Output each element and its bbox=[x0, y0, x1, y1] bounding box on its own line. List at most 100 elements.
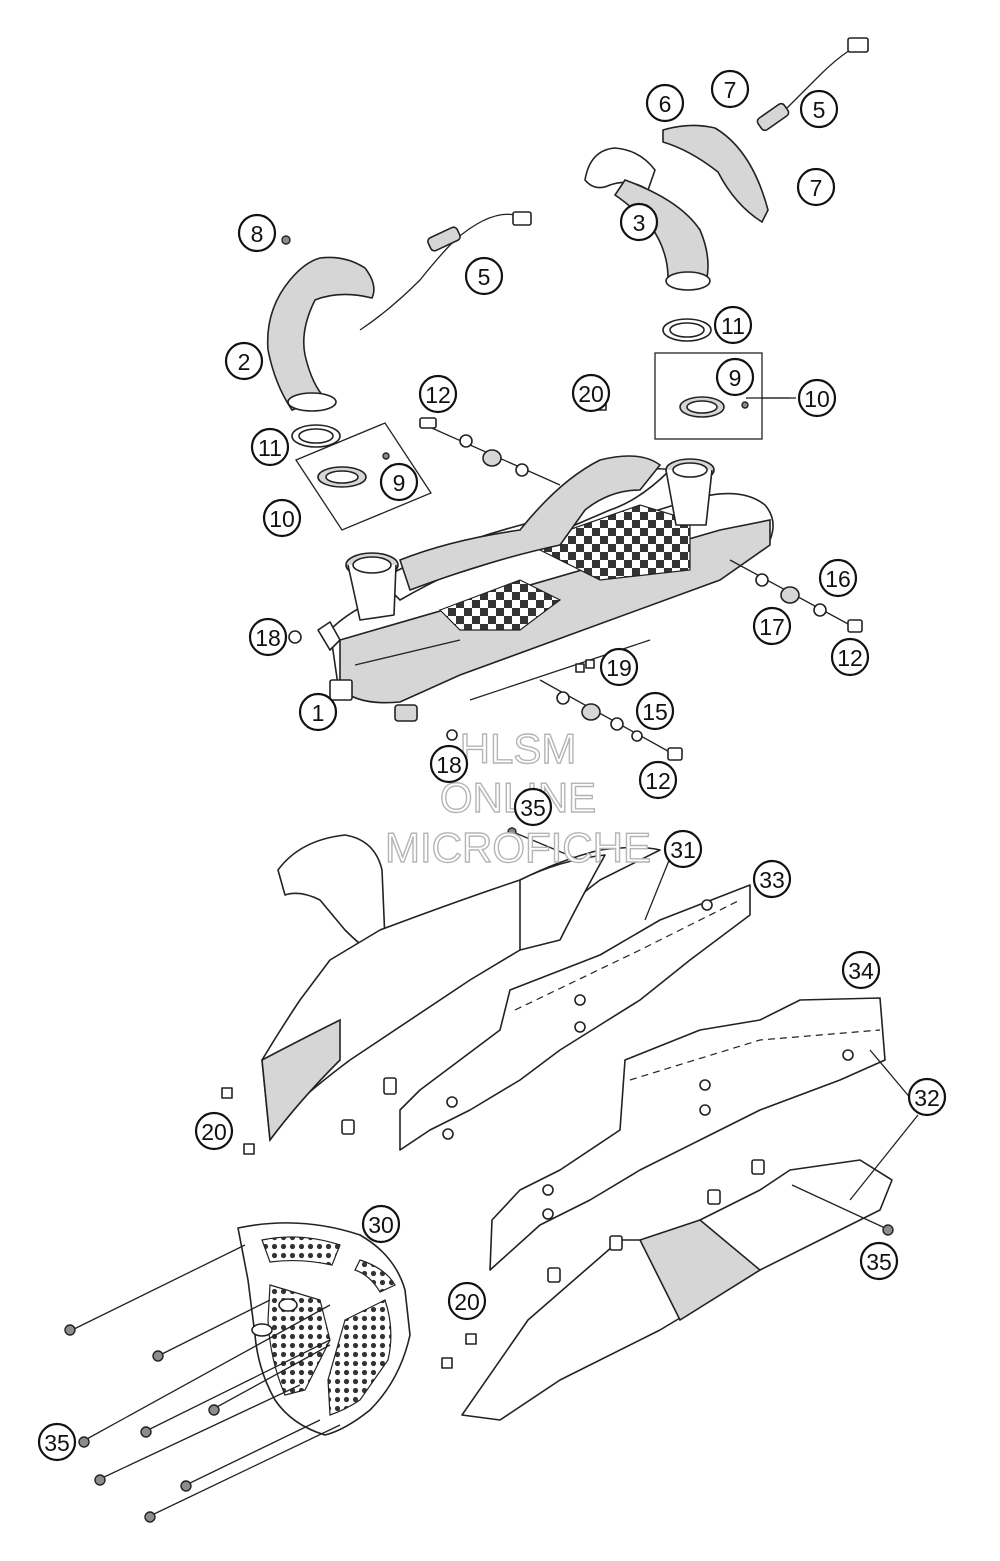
callout-circle bbox=[799, 89, 839, 129]
callout-label: 20 bbox=[578, 381, 604, 407]
pipe-bridge bbox=[399, 455, 662, 592]
callout-circle bbox=[37, 1422, 77, 1462]
callout-18: 18 bbox=[429, 744, 469, 784]
callout-circle bbox=[298, 692, 338, 732]
callout-circle bbox=[429, 744, 469, 784]
callout-circle bbox=[752, 606, 792, 646]
callout-circle bbox=[830, 637, 870, 677]
callout-circle bbox=[379, 462, 419, 502]
callout-circle bbox=[710, 69, 750, 109]
callout-circle bbox=[715, 357, 755, 397]
callout-label: 35 bbox=[866, 1249, 892, 1275]
heat-shield-mid bbox=[399, 884, 751, 1151]
callout-label: 9 bbox=[393, 470, 406, 496]
callout-label: 32 bbox=[914, 1085, 940, 1111]
callout-layer: 1235567789910101111121212151617181819202… bbox=[37, 69, 947, 1462]
callout-17: 17 bbox=[752, 606, 792, 646]
callout-12: 12 bbox=[638, 760, 678, 800]
callout-circle bbox=[752, 859, 792, 899]
callout-20: 20 bbox=[571, 373, 611, 413]
callout-31: 31 bbox=[663, 829, 703, 869]
callout-circle bbox=[907, 1077, 947, 1117]
callout-circle bbox=[262, 498, 302, 538]
mount-bolt-set-lower bbox=[539, 679, 683, 761]
callout-12: 12 bbox=[830, 637, 870, 677]
callout-10: 10 bbox=[797, 378, 837, 418]
callout-label: 33 bbox=[759, 867, 785, 893]
callout-34: 34 bbox=[841, 950, 881, 990]
gasket-ring-right bbox=[662, 318, 712, 342]
callout-11: 11 bbox=[713, 305, 753, 345]
callout-label: 31 bbox=[670, 837, 696, 863]
callout-9: 9 bbox=[715, 357, 755, 397]
callout-circle bbox=[237, 213, 277, 253]
callout-label: 15 bbox=[642, 699, 668, 725]
callout-circle bbox=[841, 950, 881, 990]
callout-label: 11 bbox=[258, 435, 282, 461]
bottom-cover bbox=[461, 1159, 893, 1421]
callout-circle bbox=[645, 83, 685, 123]
callout-circle bbox=[663, 829, 703, 869]
callout-5: 5 bbox=[799, 89, 839, 129]
callout-circle bbox=[250, 427, 290, 467]
callout-19: 19 bbox=[599, 647, 639, 687]
callout-label: 19 bbox=[606, 655, 632, 681]
callout-label: 2 bbox=[238, 349, 251, 375]
callout-15: 15 bbox=[635, 691, 675, 731]
callout-label: 12 bbox=[425, 382, 451, 408]
watermark: HLSM ONLINE MICROFICHE bbox=[384, 724, 651, 871]
speed-nuts bbox=[221, 1087, 477, 1369]
leader-32-a bbox=[869, 1049, 913, 1101]
clamp-kit-box-right bbox=[654, 352, 790, 440]
callout-circle bbox=[818, 558, 858, 598]
cover-screws bbox=[64, 827, 894, 1523]
heat-shield-lower bbox=[489, 997, 886, 1271]
callout-circle bbox=[619, 202, 659, 242]
callout-5: 5 bbox=[464, 256, 504, 296]
callout-2: 2 bbox=[224, 341, 264, 381]
callout-33: 33 bbox=[752, 859, 792, 899]
leader-31 bbox=[644, 857, 671, 921]
callout-1: 1 bbox=[298, 692, 338, 732]
callout-circle bbox=[224, 341, 264, 381]
callout-circle bbox=[361, 1204, 401, 1244]
callout-20: 20 bbox=[194, 1111, 234, 1151]
callout-circle bbox=[713, 305, 753, 345]
callout-label: 10 bbox=[269, 506, 295, 532]
callout-circle bbox=[859, 1241, 899, 1281]
callout-label: 16 bbox=[825, 566, 851, 592]
clamp-kit-box-left bbox=[295, 422, 432, 531]
callout-label: 20 bbox=[454, 1289, 480, 1315]
callout-10: 10 bbox=[262, 498, 302, 538]
callout-12: 12 bbox=[418, 374, 458, 414]
watermark-line3: MICROFICHE bbox=[385, 824, 651, 871]
callout-circle bbox=[797, 378, 837, 418]
callout-35: 35 bbox=[513, 787, 553, 827]
inlet-pipe-rear bbox=[665, 458, 715, 526]
oxygen-sensor-right bbox=[756, 37, 869, 132]
callout-circle bbox=[599, 647, 639, 687]
callout-label: 10 bbox=[804, 386, 830, 412]
callout-label: 18 bbox=[436, 752, 462, 778]
callout-label: 12 bbox=[837, 645, 863, 671]
callout-circle bbox=[796, 167, 836, 207]
callout-32: 32 bbox=[907, 1077, 947, 1117]
exhaust-manifold-left bbox=[266, 235, 375, 412]
heat-shield-manifold-right bbox=[662, 124, 769, 224]
callout-label: 12 bbox=[645, 768, 671, 794]
callout-30: 30 bbox=[361, 1204, 401, 1244]
callout-label: 11 bbox=[721, 313, 745, 339]
mount-bolt-set-upper bbox=[419, 417, 561, 486]
callout-circle bbox=[638, 760, 678, 800]
callout-circle bbox=[635, 691, 675, 731]
callout-label: 17 bbox=[759, 614, 785, 640]
watermark-line1: HLSM bbox=[460, 725, 577, 772]
callout-label: 6 bbox=[659, 91, 672, 117]
callout-label: 1 bbox=[312, 700, 325, 726]
mount-bolt-set-right bbox=[729, 559, 863, 633]
callout-circle bbox=[513, 787, 553, 827]
callout-circle bbox=[418, 374, 458, 414]
callout-label: 20 bbox=[201, 1119, 227, 1145]
callout-20: 20 bbox=[447, 1281, 487, 1321]
